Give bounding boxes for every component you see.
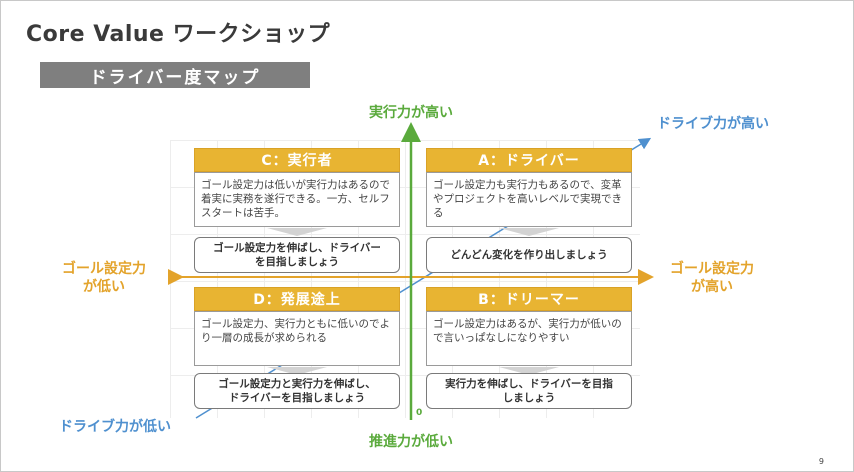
quadrant-c-chevron [267, 228, 327, 236]
quadrant-d-chevron [267, 367, 327, 375]
quadrant-a-header: A：ドライバー [426, 148, 632, 172]
horizontal-axis-left-line1: ゴール設定力 [62, 261, 146, 277]
quadrant-a-description: ゴール設定力も実行力もあるので、変革やプロジェクトを高いレベルで実現できる [426, 172, 632, 227]
quadrant-b-action: 実行力を伸ばし、ドライバーを目指 しましょう [426, 373, 632, 409]
quadrant-d-description: ゴール設定力、実行力ともに低いのでより一層の成長が求められる [194, 311, 400, 366]
diagonal-axis-high-label: ドライブ力が高い [657, 116, 769, 132]
quadrant-c-action: ゴール設定力を伸ばし、ドライバー を目指しましょう [194, 237, 400, 273]
quadrant-c-description: ゴール設定力は低いが実行力はあるので着実に実務を遂行できる。一方、セルフスタート… [194, 172, 400, 227]
horizontal-axis-right-line2: が高い [691, 279, 733, 295]
vertical-axis-bottom-label: 推進力が低い [369, 434, 453, 450]
origin-label: 0 [416, 408, 423, 418]
quadrant-a-chevron [499, 228, 559, 236]
quadrant-b-header: B：ドリーマー [426, 287, 632, 311]
page-number: 9 [818, 457, 824, 466]
section-banner-label: ドライバー度マップ [89, 67, 261, 88]
quadrant-b-chevron [499, 367, 559, 375]
diagonal-axis-low-label: ドライブ力が低い [59, 419, 171, 435]
quadrant-d-action: ゴール設定力と実行力を伸ばし、 ドライバーを目指しましょう [194, 373, 400, 409]
horizontal-axis-right-label: ゴール設定力 が高い [658, 260, 766, 296]
section-banner: ドライバー度マップ [40, 62, 310, 88]
horizontal-axis-left-label: ゴール設定力 が低い [54, 260, 154, 296]
quadrant-a-action: どんどん変化を作り出しましょう [426, 237, 632, 273]
horizontal-axis-right-line1: ゴール設定力 [670, 261, 754, 277]
vertical-axis-top-label: 実行力が高い [369, 105, 453, 121]
quadrant-b-description: ゴール設定力はあるが、実行力が低いので言いっぱなしになりやすい [426, 311, 632, 366]
page-title: Core Value ワークショップ [26, 22, 331, 47]
horizontal-axis-left-line2: が低い [83, 279, 125, 295]
quadrant-c-header: C：実行者 [194, 148, 400, 172]
quadrant-d-header: D：発展途上 [194, 287, 400, 311]
